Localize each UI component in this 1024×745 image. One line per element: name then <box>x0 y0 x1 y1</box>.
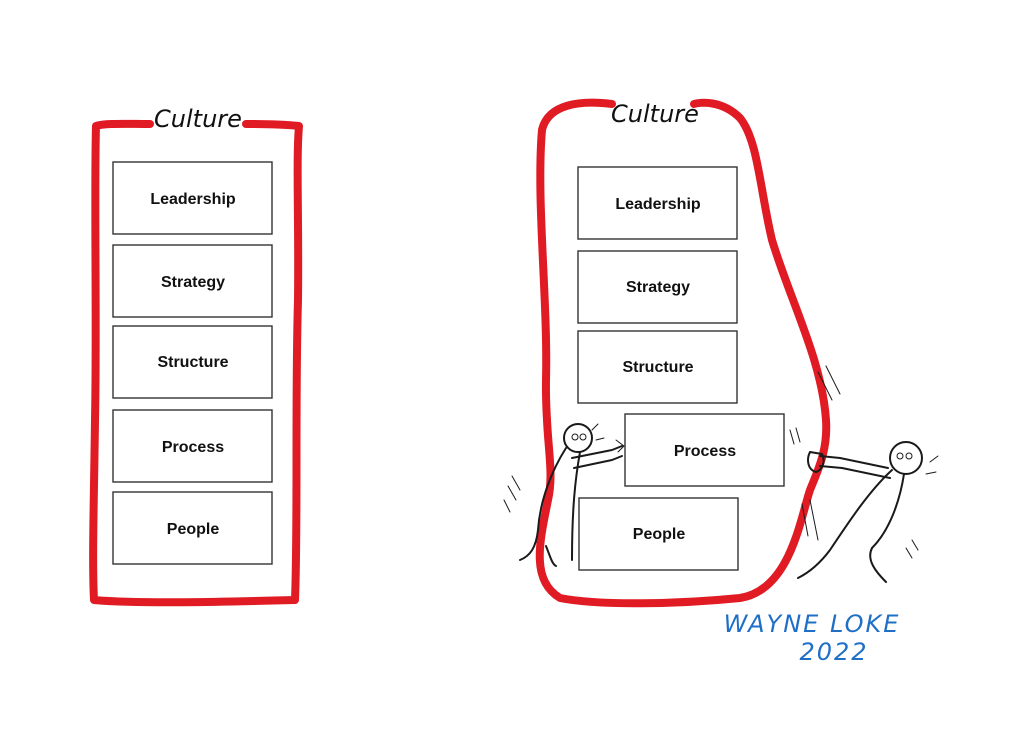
left-culture-label: Culture <box>154 105 242 133</box>
left-box-process-label: Process <box>162 439 224 456</box>
left-culture-outline <box>89 119 303 607</box>
right-box-leadership <box>577 166 738 240</box>
left-box-strategy-label: Strategy <box>161 274 225 291</box>
left-box-people <box>112 491 273 565</box>
right-diagram: Culture Leadership Strategy Structure Pr… <box>503 98 939 608</box>
right-box-strategy-label: Strategy <box>626 279 690 296</box>
left-diagram: Culture Leadership Strategy Structure Pr… <box>89 105 303 607</box>
right-box-process-label: Process <box>674 443 736 460</box>
pulling-person-figure <box>789 427 939 583</box>
right-box-strategy <box>577 250 738 324</box>
signature: WAYNE LOKE 2022 <box>724 610 901 666</box>
left-box-structure <box>112 325 273 399</box>
left-box-structure-label: Structure <box>157 354 228 371</box>
right-box-structure <box>577 330 738 404</box>
right-box-process-shifted <box>624 413 785 487</box>
pushing-person-figure <box>503 423 625 567</box>
signature-name: WAYNE LOKE <box>724 610 901 638</box>
motion-marks <box>801 365 841 541</box>
left-box-strategy <box>112 244 273 318</box>
right-box-structure-label: Structure <box>622 359 693 376</box>
signature-year: 2022 <box>799 638 868 666</box>
right-box-people-label: People <box>633 526 686 543</box>
right-culture-label: Culture <box>611 100 699 128</box>
left-box-leadership <box>112 161 273 235</box>
left-box-people-label: People <box>167 521 220 538</box>
right-culture-outline-deformed <box>535 98 831 608</box>
left-box-leadership-label: Leadership <box>150 191 236 208</box>
right-box-leadership-label: Leadership <box>615 196 701 213</box>
left-box-process <box>112 409 273 483</box>
right-box-people <box>578 497 739 571</box>
